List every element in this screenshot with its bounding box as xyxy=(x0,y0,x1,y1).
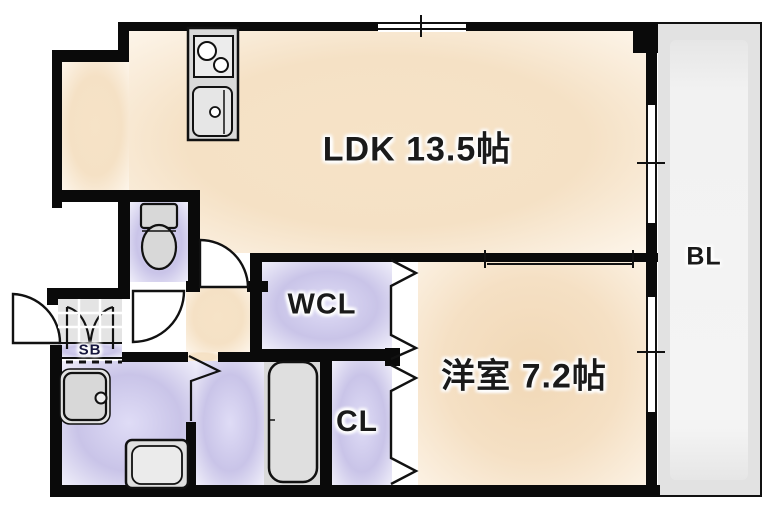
room-wcl xyxy=(262,262,392,349)
wall xyxy=(188,190,200,282)
balcony-edge-bottom xyxy=(658,495,762,497)
folding-door-wcl xyxy=(389,258,419,361)
wall xyxy=(646,412,657,490)
wall xyxy=(250,253,262,361)
wall xyxy=(646,22,657,105)
wall xyxy=(466,22,658,31)
genkan-tile xyxy=(58,299,122,342)
wall xyxy=(250,253,658,262)
entrance-door-arc xyxy=(11,292,62,345)
wall xyxy=(118,22,129,62)
wall xyxy=(186,422,196,497)
wall xyxy=(385,348,400,366)
wall xyxy=(186,281,200,292)
wall xyxy=(52,50,62,208)
hallway-floor xyxy=(186,282,250,352)
balcony-edge-top xyxy=(658,22,762,24)
window-tick xyxy=(420,15,665,353)
toilet-door-arc xyxy=(131,289,186,344)
kitchen-counter-icon xyxy=(186,26,240,142)
toilet-icon xyxy=(139,202,179,271)
wall xyxy=(320,352,332,497)
washing-machine-icon xyxy=(124,438,190,490)
washbasin-icon xyxy=(59,368,111,425)
wall xyxy=(633,22,658,53)
wall xyxy=(52,190,200,202)
label-cl: CL xyxy=(336,405,378,438)
wall xyxy=(118,202,130,292)
label-balcony: BL xyxy=(686,242,722,271)
room-bathroom xyxy=(196,361,264,485)
wall xyxy=(47,288,58,305)
balcony-deck xyxy=(670,40,748,480)
folding-door-cl xyxy=(389,363,419,486)
label-ldk: LDK 13.5帖 xyxy=(322,130,512,169)
wall xyxy=(47,288,130,299)
label-wcl: WCL xyxy=(287,288,357,321)
window-western-line xyxy=(655,297,657,412)
wall xyxy=(52,50,118,62)
wall xyxy=(50,485,660,497)
wall xyxy=(122,352,188,362)
kitchen-sink-icon xyxy=(192,86,233,137)
wall xyxy=(646,223,657,297)
wall xyxy=(118,22,378,31)
label-western-room: 洋室 7.2帖 xyxy=(441,357,607,396)
ldk-door-arc xyxy=(198,238,250,289)
room-western xyxy=(418,262,646,485)
window-western-line xyxy=(646,297,648,412)
hallway-floor-gap xyxy=(188,352,218,362)
label-shoe-box: SB xyxy=(78,341,102,359)
balcony-edge-right xyxy=(760,22,762,497)
folding-door-bathroom xyxy=(188,355,222,421)
wall xyxy=(50,352,62,497)
tile-grid xyxy=(58,299,122,342)
bathtub-icon xyxy=(267,360,319,484)
window-western-balcony xyxy=(646,297,657,412)
sliding-door xyxy=(484,250,634,268)
room-cl xyxy=(332,361,392,486)
room-ldk-left xyxy=(62,62,129,190)
